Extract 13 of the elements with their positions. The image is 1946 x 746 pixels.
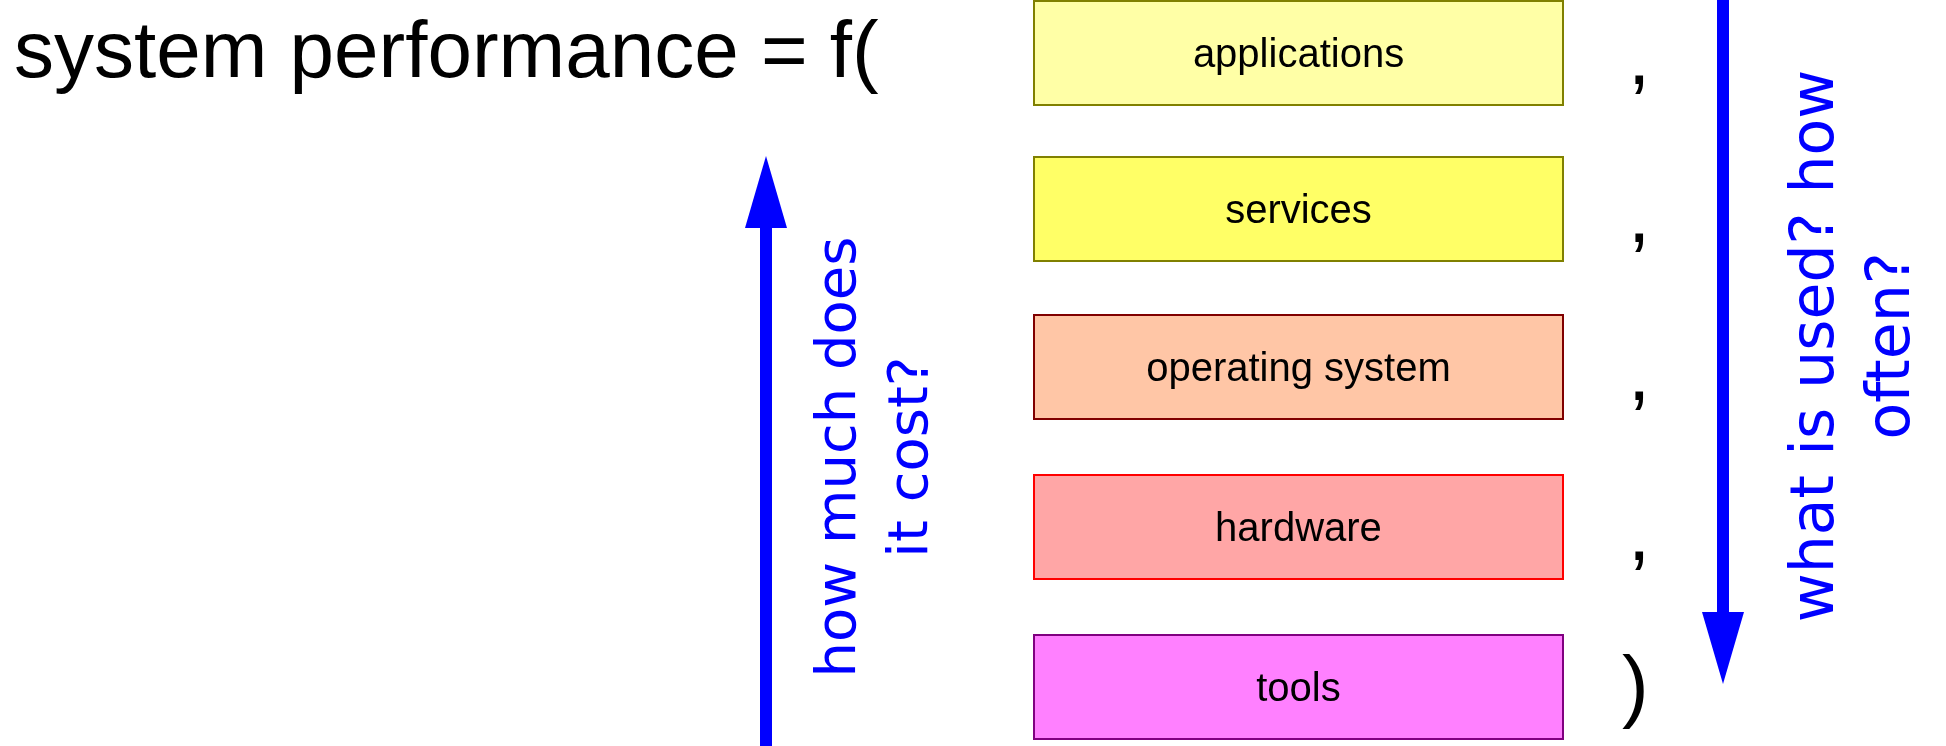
layer-box: tools — [1033, 634, 1564, 740]
punctuation: ) — [1622, 640, 1649, 730]
layer-box: applications — [1033, 0, 1564, 106]
layer-box: services — [1033, 156, 1564, 262]
axis-caption: how much does it cost? — [802, 235, 941, 680]
punctuation: , — [1628, 488, 1651, 578]
formula-text: system performance = f( — [14, 4, 879, 96]
layer-box: operating system — [1033, 314, 1564, 420]
axis-caption: what is used? how often? — [1776, 68, 1924, 625]
layer-box: hardware — [1033, 474, 1564, 580]
punctuation: , — [1628, 328, 1651, 418]
punctuation: , — [1628, 12, 1651, 102]
punctuation: , — [1628, 170, 1651, 260]
